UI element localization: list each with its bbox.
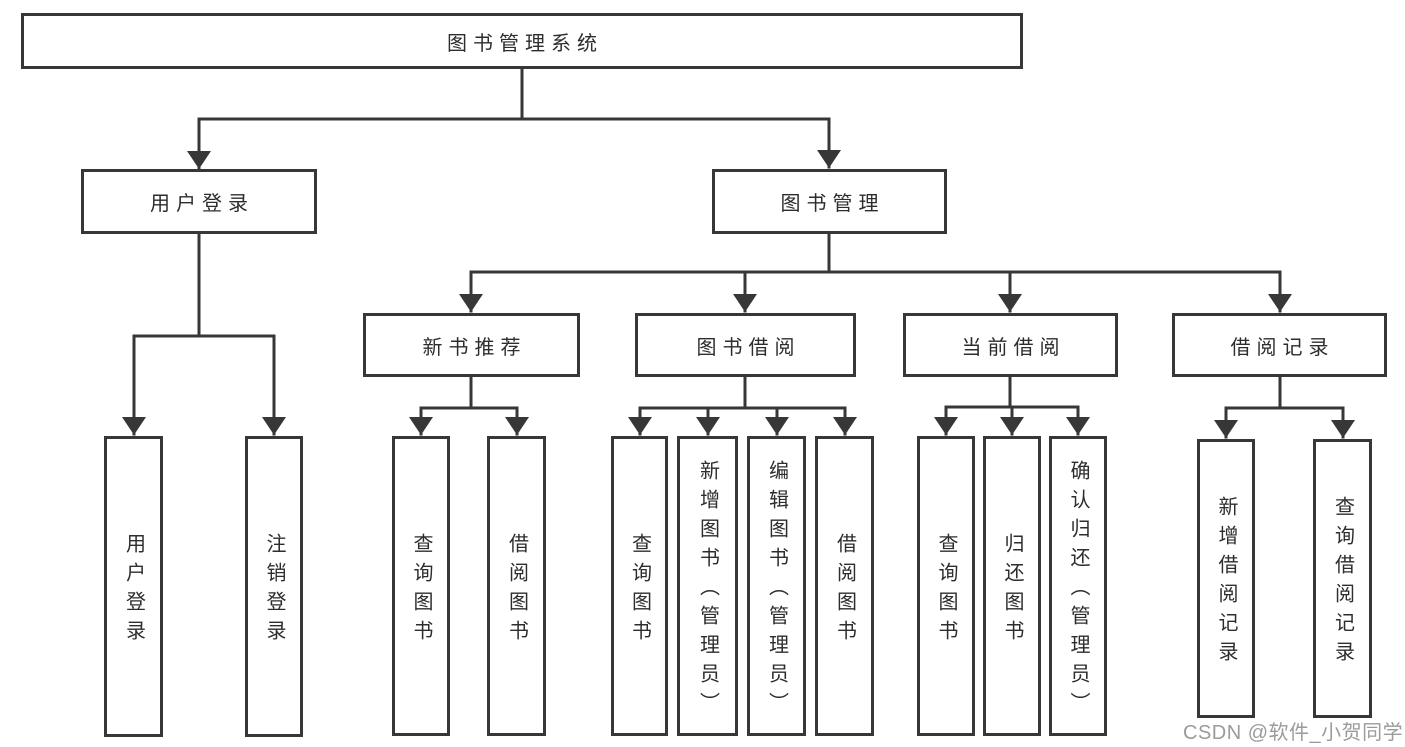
leaf-cb-return-book: 归还图书	[983, 436, 1041, 736]
node-root: 图书管理系统	[21, 13, 1023, 69]
leaf-nbr-borrow-book: 借阅图书	[487, 436, 546, 736]
leaf-br-query-record: 查询借阅记录	[1313, 439, 1372, 718]
leaf-nbr-borrow-book-label: 借阅图书	[505, 532, 528, 649]
leaf-bb-edit-book-admin-label: 编辑图书（管理员）	[765, 460, 788, 721]
leaf-bb-query-book-label: 查询图书	[628, 532, 651, 649]
node-book-borrowing: 图书借阅	[635, 313, 856, 377]
leaf-bb-add-book-admin-label: 新增图书（管理员）	[696, 460, 719, 721]
leaf-br-add-record-label: 新增借阅记录	[1215, 496, 1237, 670]
leaf-cb-confirm-return-admin: 确认归还（管理员）	[1049, 436, 1107, 736]
leaf-bb-add-book-admin: 新增图书（管理员）	[677, 436, 738, 736]
node-borrowing-records-label: 借阅记录	[1230, 336, 1335, 359]
leaf-bb-edit-book-admin: 编辑图书（管理员）	[747, 436, 806, 736]
watermark: CSDN @软件_小贺同学	[1183, 722, 1404, 744]
leaf-user-login-label: 用户登录	[122, 533, 145, 649]
leaf-bb-borrow-book: 借阅图书	[815, 436, 874, 736]
node-current-borrowing-label: 当前借阅	[961, 336, 1066, 359]
node-user-login-label: 用户登录	[150, 193, 254, 215]
leaf-cb-query-book: 查询图书	[917, 436, 975, 736]
node-borrowing-records: 借阅记录	[1172, 313, 1387, 377]
leaf-nbr-query-book: 查询图书	[392, 436, 450, 736]
leaf-logout-label: 注销登录	[263, 533, 285, 649]
leaf-nbr-query-book-label: 查询图书	[410, 532, 432, 649]
node-book-borrowing-label: 图书借阅	[696, 336, 801, 359]
node-root-label: 图书管理系统	[447, 32, 603, 55]
leaf-bb-borrow-book-label: 借阅图书	[833, 532, 856, 649]
leaf-br-query-record-label: 查询借阅记录	[1331, 496, 1354, 670]
node-book-management: 图书管理	[712, 169, 947, 234]
connector-segments	[122, 66, 1355, 439]
leaf-cb-return-book-label: 归还图书	[1001, 532, 1023, 649]
leaf-br-add-record: 新增借阅记录	[1197, 439, 1255, 718]
node-current-borrowing: 当前借阅	[903, 313, 1118, 377]
node-new-book-recommend: 新书推荐	[363, 313, 580, 377]
leaf-cb-query-book-label: 查询图书	[935, 532, 957, 649]
leaf-logout: 注销登录	[245, 436, 303, 737]
node-new-book-recommend-label: 新书推荐	[422, 336, 527, 359]
node-user-login: 用户登录	[81, 169, 317, 234]
leaf-user-login: 用户登录	[104, 436, 163, 737]
leaf-bb-query-book: 查询图书	[611, 436, 668, 736]
leaf-cb-confirm-return-admin-label: 确认归还（管理员）	[1067, 460, 1089, 721]
node-book-management-label: 图书管理	[780, 193, 885, 215]
